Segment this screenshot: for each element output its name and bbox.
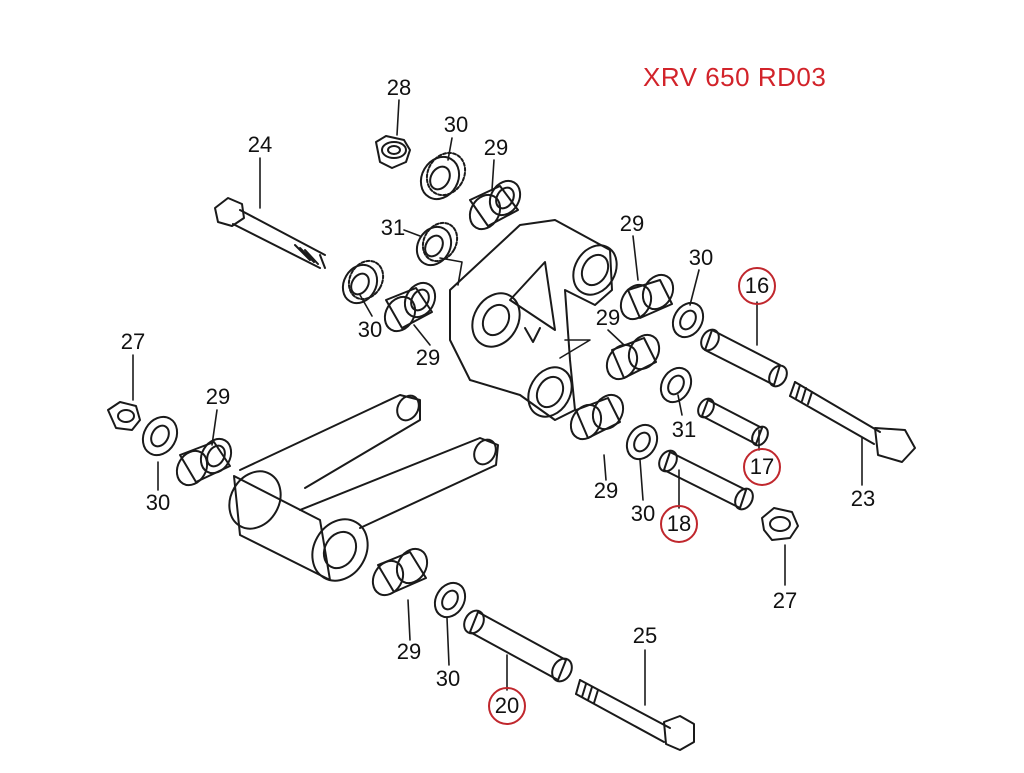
part-30-seal-right-a xyxy=(671,301,705,339)
leader-lines xyxy=(132,99,863,706)
label-30-right-a: 30 xyxy=(688,245,714,270)
triangular-link-arm xyxy=(449,219,618,421)
label-29-right-a: 29 xyxy=(619,211,645,236)
h-link-rod xyxy=(228,394,499,582)
label-30-right-b: 30 xyxy=(630,501,656,526)
part-29-bushing-left-lower xyxy=(175,437,233,487)
part-31-seal-right xyxy=(659,366,693,404)
model-title: XRV 650 RD03 xyxy=(643,62,827,92)
part-30-seal-bottom xyxy=(433,581,467,619)
label-30-top: 30 xyxy=(443,112,469,137)
label-29-left: 29 xyxy=(415,345,441,370)
part-29-bushing-left xyxy=(383,281,437,333)
label-28: 28 xyxy=(386,75,412,100)
part-29-bushing-right-a xyxy=(619,273,675,321)
label-27-right: 27 xyxy=(772,588,798,613)
part-25-bolt xyxy=(575,679,695,751)
label-16-highlighted: 16 xyxy=(738,267,776,305)
label-29-left-lower: 29 xyxy=(205,384,231,409)
label-18-highlighted: 18 xyxy=(660,505,698,543)
part-28-nut xyxy=(375,135,411,169)
label-31-top: 31 xyxy=(380,215,406,240)
label-23: 23 xyxy=(850,486,876,511)
part-27-nut-right xyxy=(761,507,799,541)
label-27-left: 27 xyxy=(120,329,146,354)
part-20-collar xyxy=(463,609,573,683)
part-18-collar xyxy=(658,449,754,511)
part-27-nut-left xyxy=(107,401,141,431)
part-16-collar xyxy=(700,328,788,388)
part-29-bushing-top xyxy=(468,179,522,231)
label-30-left: 30 xyxy=(357,317,383,342)
label-30-bottom: 30 xyxy=(435,666,461,691)
part-31-seal-top xyxy=(415,221,459,267)
part-17-collar xyxy=(697,397,769,447)
label-29-right-c: 29 xyxy=(593,478,619,503)
label-30-left-lower: 30 xyxy=(145,490,171,515)
part-30-seal-left-lower xyxy=(141,415,179,457)
label-29-right-b: 29 xyxy=(595,305,621,330)
part-29-bushing-right-b xyxy=(605,333,661,381)
part-29-bushing-bottom xyxy=(371,547,429,597)
label-25: 25 xyxy=(632,623,658,648)
label-29-top: 29 xyxy=(483,135,509,160)
part-30-seal-top xyxy=(419,151,467,201)
label-29-bottom: 29 xyxy=(396,639,422,664)
label-24: 24 xyxy=(247,132,273,157)
part-24-bolt xyxy=(214,197,326,269)
part-23-bolt xyxy=(789,381,916,463)
part-30-seal-right-b xyxy=(625,423,659,461)
label-31-right: 31 xyxy=(671,417,697,442)
label-20-highlighted: 20 xyxy=(488,687,526,725)
part-29-bushing-right-c xyxy=(569,393,625,441)
label-17-highlighted: 17 xyxy=(743,448,781,486)
part-30-seal-left xyxy=(341,259,385,305)
